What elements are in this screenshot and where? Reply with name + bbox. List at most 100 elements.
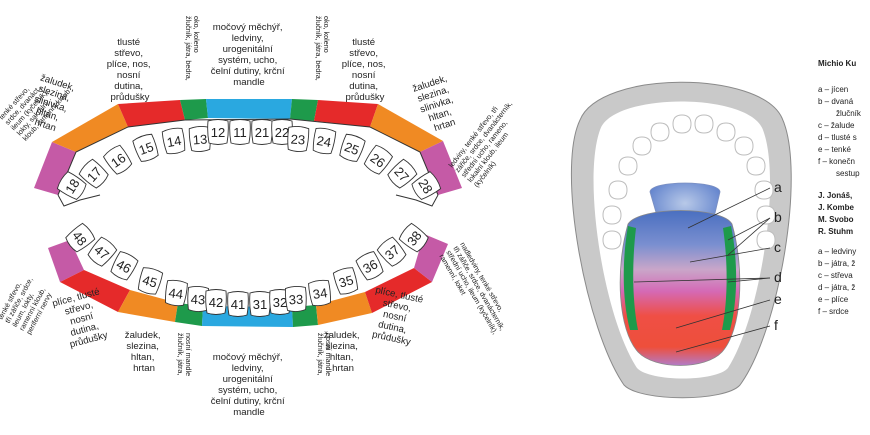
- lower-tooth: 47: [87, 236, 118, 267]
- legend-item: c – střeva: [818, 271, 853, 280]
- upper-left-red-label: tlusté střevo, plíce, nos, nosní dutina,…: [107, 37, 153, 103]
- tongue-edge-green-right: [722, 226, 737, 330]
- upper-segment-purple-left: [34, 142, 76, 195]
- tongue-edge-green-left: [623, 226, 638, 330]
- upper-right-green-label: žlučník, játra, bedra, oko, koleno: [314, 16, 331, 83]
- upper-tooth: 12: [207, 119, 229, 145]
- upper-tooth: 11: [229, 119, 251, 145]
- tongue-label-e: e: [774, 291, 782, 307]
- lower-tooth: 36: [355, 251, 384, 281]
- tooth-number: 26: [367, 150, 387, 171]
- upper-molars: [602, 114, 776, 250]
- upper-arch: [34, 99, 462, 207]
- molar: [650, 122, 670, 142]
- upper-segment-purple-right: [420, 141, 462, 195]
- upper-segment-green-right: [290, 99, 318, 121]
- upper-tooth: 27: [387, 158, 418, 189]
- upper-tooth: 17: [78, 158, 109, 189]
- legend-item: c – žalude: [818, 121, 855, 130]
- molar: [754, 180, 774, 200]
- tooth-number: 31: [253, 297, 267, 312]
- lower-center-label: močový měchýř, ledviny, urogenitální sys…: [211, 352, 288, 418]
- legend-item: d – játra, ž: [818, 283, 856, 292]
- lower-tooth: 42: [205, 289, 227, 315]
- lower-tooth: 31: [249, 291, 271, 317]
- tooth-number: 11: [233, 125, 247, 140]
- tooth-number: 21: [255, 125, 269, 140]
- legend-item: d – tlusté s: [818, 133, 857, 142]
- tooth-number: 45: [141, 272, 159, 290]
- molar: [716, 122, 736, 142]
- molar: [746, 156, 766, 176]
- legend-author: R. Stuhm: [818, 227, 854, 236]
- upper-tooth: 25: [339, 133, 366, 162]
- molar: [602, 205, 622, 225]
- molar: [618, 156, 638, 176]
- upper-segment-green-left: [180, 99, 208, 120]
- lower-right-green-label: žlučník, játra, nosní mandle: [316, 333, 333, 377]
- upper-tooth: 23: [287, 125, 310, 152]
- tooth-number: 24: [315, 133, 332, 150]
- upper-segment-orange-left: [52, 104, 128, 152]
- lower-tooth: 45: [137, 267, 164, 295]
- lower-left-red-label: plíce, tlusté střevo, nosní dutina, průd…: [51, 286, 115, 352]
- lower-segment-red-left: [60, 270, 130, 312]
- tooth-number: 28: [415, 176, 435, 196]
- upper-tooth: 13: [188, 125, 211, 152]
- tooth-number: 12: [211, 125, 225, 140]
- tooth-number: 18: [62, 176, 82, 196]
- molar: [632, 136, 652, 156]
- tooth-number: 13: [192, 132, 207, 148]
- lower-right-orange-label: žaludek, slezina, hltan, hrtan: [324, 330, 362, 374]
- lower-tooth: 41: [227, 291, 249, 317]
- tooth-number: 34: [312, 285, 328, 302]
- tooth-number: 44: [168, 285, 184, 302]
- legend-author: J. Kombe: [818, 203, 855, 212]
- tongue-label-d: d: [774, 269, 782, 285]
- lower-tooth: 43: [187, 286, 210, 312]
- lower-segment-orange-right: [316, 292, 372, 325]
- upper-tooth: 14: [161, 127, 186, 155]
- upper-center-label: močový měchýř, ledviny, urogenitální sys…: [211, 22, 288, 88]
- legend-item: b – dvaná: [818, 97, 854, 106]
- upper-tooth: 21: [251, 119, 273, 145]
- lower-left-green-label: žlučník, játra, nosní mandle: [176, 333, 193, 377]
- tongue-label-c: c: [774, 239, 781, 255]
- lower-tooth: 48: [65, 222, 96, 253]
- legend-title: Michio Ku: [818, 59, 857, 68]
- legend-item: sestup: [836, 169, 860, 178]
- lower-tooth: 35: [332, 267, 359, 295]
- lower-segment-orange-left: [118, 290, 178, 322]
- lower-segment-purple-left: [48, 240, 84, 282]
- upper-left-purple-label: tenké střevo, srdce, dvanáct., ileum (ky…: [0, 66, 72, 143]
- tongue: [619, 210, 741, 366]
- upper-tooth: 18: [56, 171, 87, 200]
- molar: [694, 114, 714, 134]
- upper-segment-red-left: [118, 100, 185, 127]
- tooth-number: 43: [190, 292, 205, 308]
- tooth-number: 23: [290, 132, 305, 148]
- lower-tooth: 44: [165, 279, 188, 307]
- upper-left-green-label: žlučník, játra, bedra, oko, koleno: [184, 16, 201, 83]
- lower-tooth: 37: [376, 236, 407, 267]
- lower-left-orange-label: žaludek, slezina, hltan, hrtan: [125, 330, 163, 374]
- upper-tooth: 24: [312, 127, 337, 155]
- legend-item: a – jícen: [818, 85, 849, 94]
- upper-right-purple-label: ledviny, tenké střevo, tři zářiče, srdce…: [446, 93, 534, 189]
- tooth-number: 32: [273, 295, 287, 310]
- tooth-number: 36: [360, 256, 380, 276]
- molar: [602, 230, 622, 250]
- lower-segment-red-right: [365, 268, 432, 313]
- upper-tooth: 28: [411, 171, 442, 200]
- lower-tooth: 34: [308, 279, 331, 307]
- tooth-number: 22: [275, 125, 289, 140]
- legend-item: f – konečn: [818, 157, 855, 166]
- upper-right-orange-label: žaludek, slezina, slinivka, hltan, hrtan: [411, 72, 465, 136]
- molar: [756, 205, 776, 225]
- legend-item: e – tenké: [818, 145, 851, 154]
- tongue-label-a: a: [774, 179, 782, 195]
- legend-item: žlučník: [836, 109, 861, 118]
